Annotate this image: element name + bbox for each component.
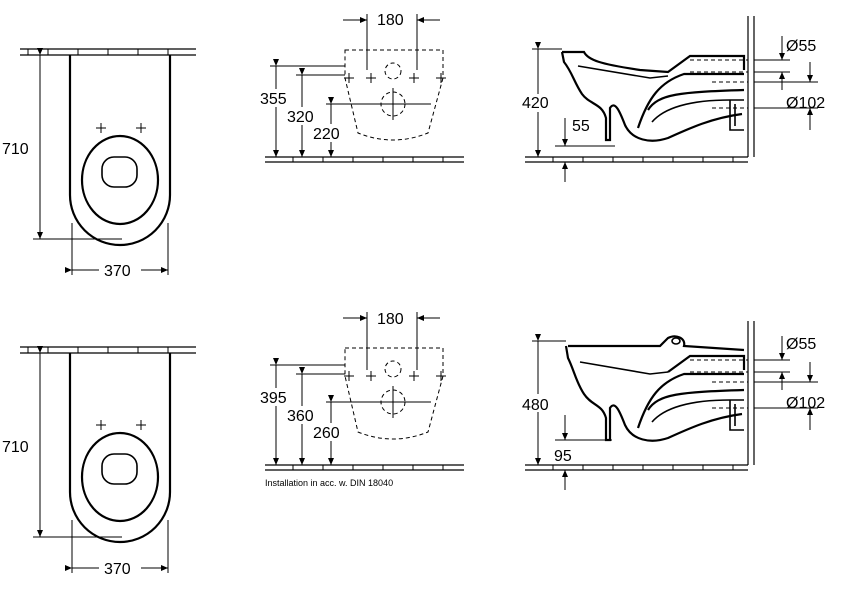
top-front-view: 180 355 320 220 xyxy=(258,12,464,163)
bottom-pipe-small-label: Ø55 xyxy=(786,336,816,353)
top-side-view: 420 55 Ø55 Ø102 xyxy=(520,16,825,182)
top-plan-width-label: 370 xyxy=(104,263,131,280)
bottom-side-height-label: 480 xyxy=(522,397,549,414)
bottom-hole-spacing-label: 180 xyxy=(377,311,404,328)
top-plan-view: 710 370 xyxy=(2,48,196,280)
top-floor-gap-label: 55 xyxy=(572,118,590,135)
top-pipe-large-label: Ø102 xyxy=(786,95,825,112)
bottom-height-2-label: 360 xyxy=(287,408,314,425)
bottom-pipe-large-label: Ø102 xyxy=(786,395,825,412)
top-hole-spacing-label: 180 xyxy=(377,12,404,29)
top-side-height-label: 420 xyxy=(522,95,549,112)
bottom-floor-gap-label: 95 xyxy=(554,448,572,465)
bottom-side-view: 480 95 Ø55 Ø102 xyxy=(520,321,825,490)
bottom-front-view: 180 395 360 260 Installation in acc. w. … xyxy=(258,311,464,488)
bottom-plan-length-label: 710 xyxy=(2,439,29,456)
din-installation-note: Installation in acc. w. DIN 18040 xyxy=(265,478,393,488)
top-pipe-small-label: Ø55 xyxy=(786,38,816,55)
bottom-plan-view: 710 370 xyxy=(2,346,196,578)
top-height-1-label: 355 xyxy=(260,91,287,108)
top-height-2-label: 320 xyxy=(287,109,314,126)
bottom-height-1-label: 395 xyxy=(260,390,287,407)
top-plan-length-label: 710 xyxy=(2,141,29,158)
bottom-plan-width-label: 370 xyxy=(104,561,131,578)
top-height-3-label: 220 xyxy=(313,126,340,143)
bottom-height-3-label: 260 xyxy=(313,425,340,442)
